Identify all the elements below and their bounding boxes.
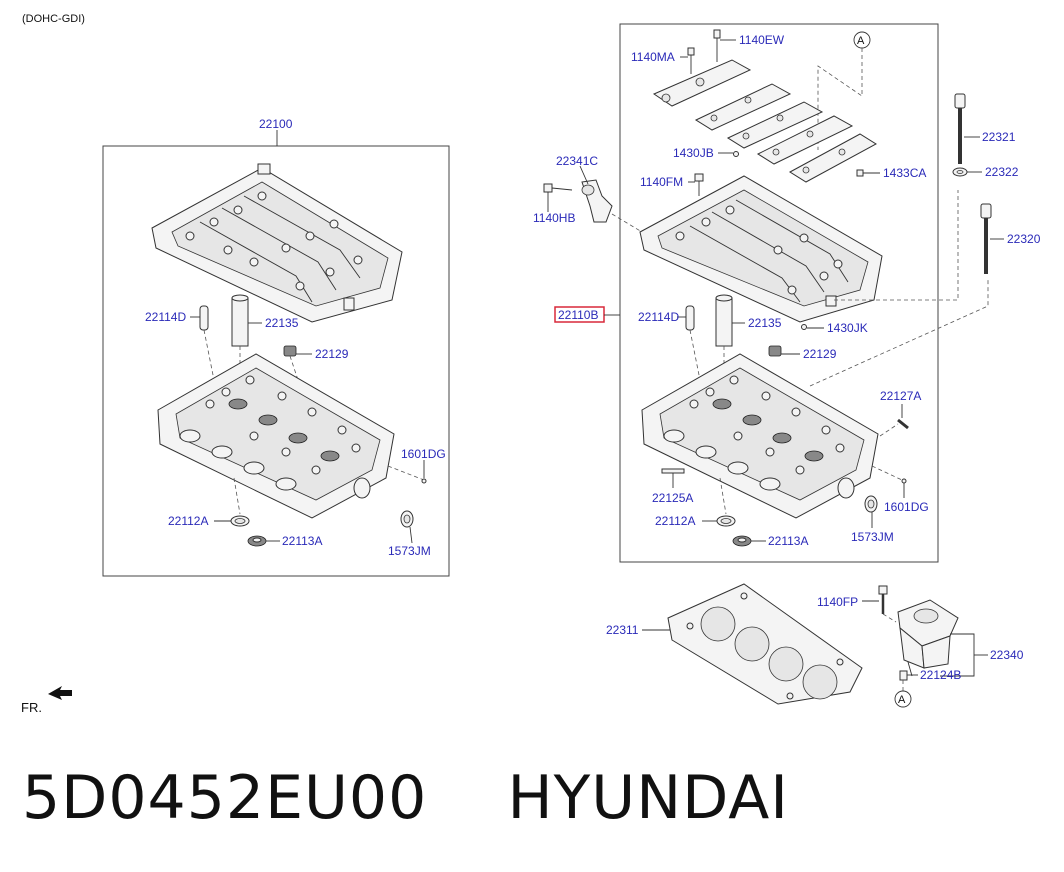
part-label-1430JK[interactable]: 1430JK [827,321,868,335]
part-label-22340[interactable]: 22340 [990,648,1024,662]
highlight-box-22110B [554,306,605,323]
right-assembly: A 1140EW 1140MA 1430JB [533,23,989,563]
part-label-22135-right[interactable]: 22135 [748,316,782,330]
head-gasket-illustration [667,583,863,705]
head-bolts: 22321 22322 22320 [952,93,1041,274]
part-label-1430JB[interactable]: 1430JB [673,146,714,160]
part-label-1140MA[interactable]: 1140MA [631,50,675,64]
lower-parts: 22311 1140FP 22340 22124B A [606,583,1024,708]
part-label-22320[interactable]: 22320 [1007,232,1041,246]
front-direction-indicator: FR. [21,686,72,715]
front-arrow-icon [48,686,72,700]
part-label-22125A[interactable]: 22125A [652,491,693,505]
part-label-22124B[interactable]: 22124B [920,668,961,682]
part-label-22135-left[interactable]: 22135 [265,316,299,330]
cylinder-head-right-illustration [641,353,879,519]
right-assembly-frame [619,23,939,563]
part-label-1573JM-left[interactable]: 1573JM [388,544,431,558]
part-label-22129-right[interactable]: 22129 [803,347,837,361]
part-label-1140EW[interactable]: 1140EW [739,33,785,47]
part-label-1140HB[interactable]: 1140HB [533,211,575,225]
left-assembly: 22100 22114D 22135 [102,117,450,577]
part-label-22322[interactable]: 22322 [985,165,1019,179]
ref-marker-a-bottom[interactable]: A [898,694,906,706]
camshaft-carrier-illustration [151,163,403,323]
part-label-22114D-left[interactable]: 22114D [145,310,186,324]
part-label-22113A-left[interactable]: 22113A [282,534,322,548]
part-label-22311[interactable]: 22311 [606,623,639,637]
part-label-22110B[interactable]: 22110B [558,308,598,322]
part-number-caption: 5D0452EU00 HYUNDAI [22,763,789,833]
part-label-22341C[interactable]: 22341C [556,154,598,168]
part-label-1601DG-left[interactable]: 1601DG [401,447,446,461]
ref-marker-a-top[interactable]: A [857,35,865,47]
camshaft-carrier-right-illustration [639,175,883,323]
engine-variant-label: (DOHC-GDI) [22,13,85,25]
part-label-22113A-right[interactable]: 22113A [768,534,808,548]
part-label-22114D-right[interactable]: 22114D [638,310,679,324]
engine-bracket-illustration [897,599,959,677]
bearing-caps-illustration [652,59,877,183]
part-label-22112A-right[interactable]: 22112A [655,514,695,528]
part-label-22112A-left[interactable]: 22112A [168,514,208,528]
part-label-22127A[interactable]: 22127A [880,389,921,403]
part-label-22100[interactable]: 22100 [259,117,293,131]
cylinder-head-illustration [157,353,395,519]
part-label-1140FP[interactable]: 1140FP [817,595,858,609]
left-assembly-frame [102,145,450,577]
front-label: FR. [21,700,42,715]
part-label-1433CA[interactable]: 1433CA [883,166,926,180]
part-label-1573JM-right[interactable]: 1573JM [851,530,894,544]
part-label-22321[interactable]: 22321 [982,130,1016,144]
part-label-1140FM[interactable]: 1140FM [640,175,683,189]
part-label-22129-left[interactable]: 22129 [315,347,349,361]
part-label-1601DG-right[interactable]: 1601DG [884,500,929,514]
